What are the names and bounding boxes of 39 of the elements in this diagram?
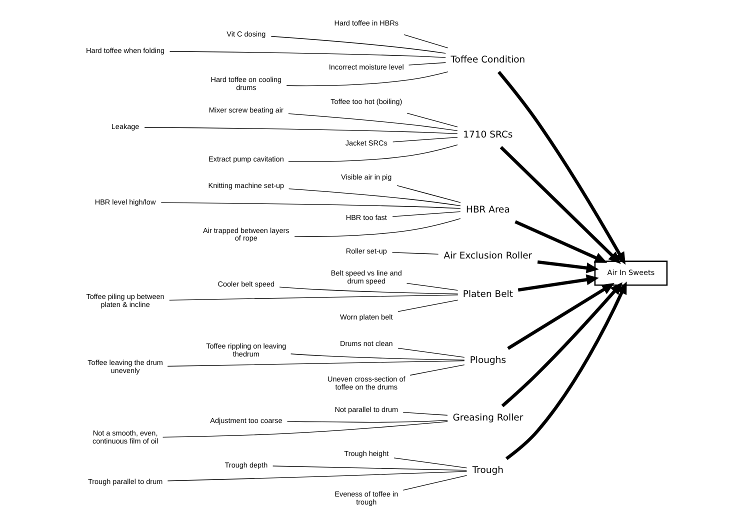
node-text: Adjustment too coarse <box>210 416 282 425</box>
node-text: Belt speed vs line and drum speed <box>330 268 402 286</box>
node-text: Vit C dosing <box>226 29 266 38</box>
node-text: HBR Area <box>466 204 510 215</box>
node-text: Air Exclusion Roller <box>443 250 532 261</box>
node-text: Cooler belt speed <box>217 278 274 288</box>
node-text: Trough parallel to drum <box>87 476 162 486</box>
node-text: Platen Belt <box>462 288 512 300</box>
node-text: HBR level high/low <box>94 196 156 206</box>
node-text: Leakage <box>110 122 139 131</box>
node-text: Mixer screw beating air <box>208 105 283 114</box>
node-text: Hard toffee when folding <box>86 46 164 55</box>
node-text: Ploughs <box>469 354 506 366</box>
node-text: Drums not clean <box>340 338 392 348</box>
node-text: Eveness of toffee in trough <box>334 488 398 506</box>
node-text: 1710 SRCs <box>462 129 512 140</box>
node-text: Visible air in pig <box>340 172 392 181</box>
node-text: Toffee piling up between platen & incline <box>86 291 164 308</box>
node-text: Knitting machine set-up <box>208 180 284 190</box>
node-text: Trough depth <box>224 460 268 469</box>
node-text: Trough height <box>344 448 388 458</box>
node-text: Toffee leaving the drum unevenly <box>87 357 162 374</box>
node-text: Toffee Condition <box>450 54 525 65</box>
node-text: Hard toffee on cooling drums <box>210 74 282 92</box>
node-text: Not a smooth, even, continuous film of oil <box>92 428 158 446</box>
node-text: HBR too fast <box>345 212 386 222</box>
node-text: Toffee rippling on leaving thedrum <box>206 340 286 358</box>
node-text: Incorrect moisture level <box>328 62 404 72</box>
node-text: Toffee too hot (boiling) <box>330 96 402 106</box>
node-text: Jacket SRCs <box>344 138 387 148</box>
node-text: Roller set-up <box>345 246 386 255</box>
node-text: Not parallel to drum <box>334 404 398 414</box>
node-text: Hard toffee in HBRs <box>334 18 398 27</box>
node-text: Uneven cross-section of toffee on the drums <box>327 374 405 391</box>
node-text: Worn platen belt <box>340 312 392 321</box>
node-text: Air trapped between layers of rope <box>202 225 289 242</box>
node-text: Trough <box>472 464 503 476</box>
node-text: Extract pump cavitation <box>208 154 284 163</box>
node-text: Greasing Roller <box>452 412 523 423</box>
